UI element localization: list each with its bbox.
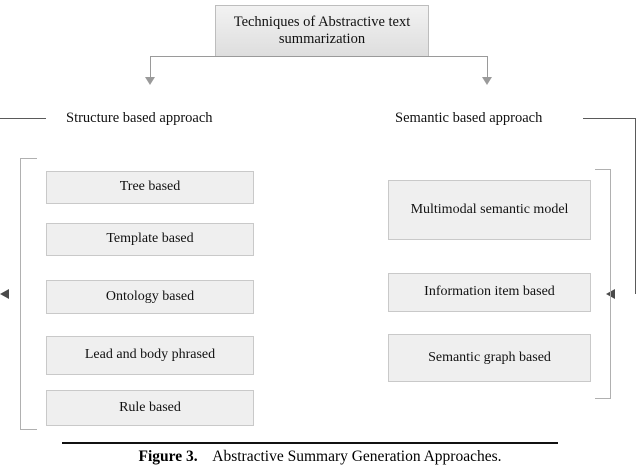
bracket-left-top-tab	[20, 158, 37, 159]
caption-text: Abstractive Summary Generation Approache…	[212, 448, 502, 465]
branch-label-structure-based-approach: Structure based approach	[66, 110, 213, 126]
bracket-right-top-tab	[595, 169, 611, 170]
leaf-node-label: Rule based	[119, 399, 181, 415]
leaf-node-tree-based: Tree based	[46, 171, 254, 204]
branch-label-semantic-based-approach: Semantic based approach	[395, 110, 543, 126]
bracket-right-bottom-tab	[595, 398, 611, 399]
leaf-node-rule-based: Rule based	[46, 390, 254, 426]
bracket-left-bottom-tab	[20, 429, 37, 430]
leaf-node-label: Tree based	[119, 179, 181, 195]
entry-line-structure-branch	[0, 118, 46, 119]
leaf-node-label: Template based	[106, 231, 194, 247]
arrow-down-icon-semantic-branch	[482, 77, 492, 85]
splitter-horizontal-connector	[150, 56, 488, 57]
caption-figure-number: Figure 3.	[138, 448, 198, 465]
leaf-node-label: Semantic graph based	[428, 349, 551, 365]
entry-line-semantic-branch	[583, 118, 636, 119]
leaf-node-semantic-graph-based: Semantic graph based	[388, 334, 591, 382]
bracket-left-spine	[20, 158, 21, 430]
leaf-node-lead-and-body-phrased: Lead and body phrased	[46, 336, 254, 375]
figure-caption: Figure 3. Abstractive Summary Generation…	[0, 448, 640, 466]
entry-drop-semantic-branch	[635, 118, 636, 294]
splitter-drop-right	[487, 56, 488, 78]
leaf-node-label: Lead and body phrased	[84, 347, 216, 363]
root-node-label: Techniques of Abstractive text summariza…	[233, 13, 411, 47]
leaf-node-label: Multimodal semantic model	[410, 201, 569, 217]
leaf-node-ontology-based: Ontology based	[46, 280, 254, 314]
leaf-node-label: Ontology based	[105, 288, 195, 304]
root-node-techniques-of-abstractive-text-summarization: Techniques of Abstractive text summariza…	[215, 5, 429, 57]
bracket-right-spine	[610, 169, 611, 399]
leaf-node-multimodal-semantic-model: Multimodal semantic model	[388, 180, 591, 240]
leaf-node-template-based: Template based	[46, 223, 254, 256]
caption-divider	[62, 442, 558, 444]
arrow-down-icon-structure-branch	[145, 77, 155, 85]
leaf-node-information-item-based: Information item based	[388, 273, 591, 312]
arrow-left-icon-structure-bracket	[0, 289, 9, 299]
leaf-node-label: Information item based	[424, 284, 555, 300]
splitter-drop-left	[150, 56, 151, 78]
